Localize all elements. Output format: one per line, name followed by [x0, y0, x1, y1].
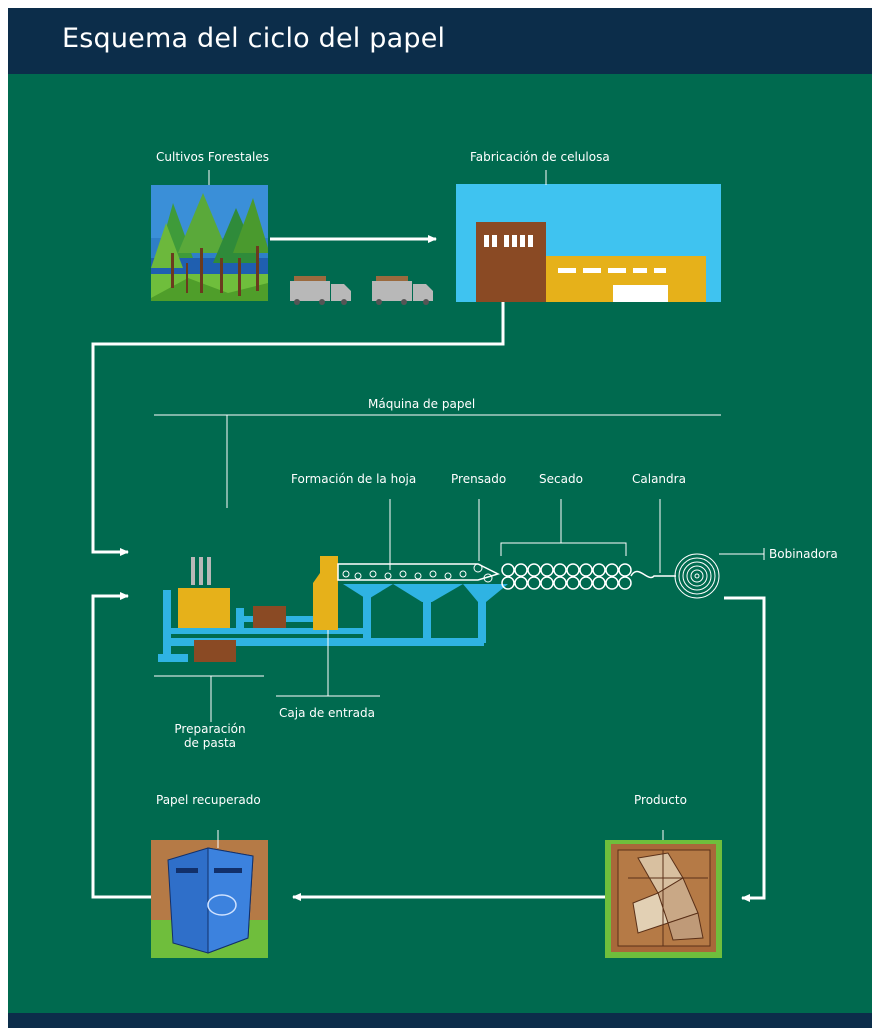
diagram-frame: Esquema del ciclo del papel	[8, 8, 872, 1028]
paper-machine-illustration	[158, 553, 720, 662]
label-pulp-prep: Preparación de pasta	[160, 722, 260, 750]
header-bar: Esquema del ciclo del papel	[8, 8, 872, 74]
label-headbox: Caja de entrada	[279, 706, 375, 720]
flow-arrow	[724, 596, 766, 902]
label-pulp: Fabricación de celulosa	[470, 150, 610, 164]
label-pulp-prep-line1: Preparación	[174, 722, 246, 736]
recycling-container-illustration	[151, 830, 268, 958]
label-recovered: Papel recuperado	[156, 793, 261, 807]
forest-illustration	[151, 185, 268, 301]
origami-product-illustration	[605, 830, 722, 958]
label-reel: Bobinadora	[769, 547, 838, 561]
truck-icon	[290, 276, 351, 305]
flow-arrow	[91, 302, 505, 556]
label-product: Producto	[634, 793, 687, 807]
label-pulp-prep-line2: de pasta	[183, 736, 237, 750]
label-pressing: Prensado	[451, 472, 507, 486]
label-forest: Cultivos Forestales	[156, 150, 270, 164]
label-calender: Calandra	[632, 472, 686, 486]
flow-arrow	[91, 592, 151, 899]
page-title: Esquema del ciclo del papel	[62, 23, 446, 54]
truck-icon	[372, 276, 433, 305]
label-drying: Secado	[539, 472, 583, 486]
paper-cycle-diagram	[91, 170, 766, 958]
footer-bar	[8, 1013, 872, 1028]
label-machine: Máquina de papel	[368, 397, 476, 411]
label-sheet-formation: Formación de la hoja	[291, 472, 417, 486]
pulp-factory-illustration	[456, 184, 721, 302]
